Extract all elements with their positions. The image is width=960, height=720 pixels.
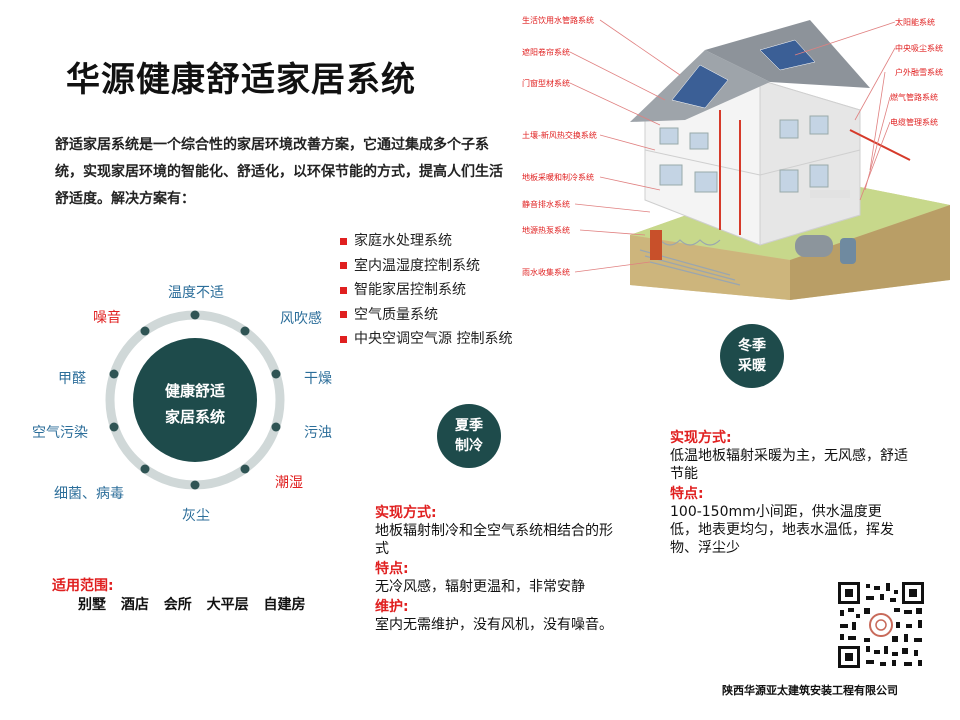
callout-label: 遮阳卷帘系统 bbox=[522, 48, 570, 57]
winter-badge: 冬季采暖 bbox=[720, 324, 784, 388]
summer-feature: 无冷风感，辐射更温和，非常安静 bbox=[375, 579, 585, 595]
wheel-dot bbox=[271, 422, 281, 432]
wheel-label-turbid: 污浊 bbox=[304, 425, 332, 441]
wheel-dot bbox=[190, 310, 200, 320]
callout-label: 雨水收集系统 bbox=[522, 268, 570, 277]
winter-feature-heading: 特点: bbox=[670, 486, 704, 502]
wheel-dot bbox=[190, 480, 200, 490]
callout-label: 中央吸尘系统 bbox=[895, 44, 943, 53]
wheel-label-noise: 噪音 bbox=[93, 310, 121, 326]
summer-method-heading: 实现方式: bbox=[375, 505, 437, 521]
bullet-icon bbox=[340, 335, 347, 343]
solution-item: 中央空调空气源 控制系统 bbox=[340, 327, 512, 352]
wheel-dot bbox=[109, 369, 119, 379]
callout-label: 电缆管理系统 bbox=[890, 118, 938, 127]
summer-maint: 室内无需维护，没有风机，没有噪音。 bbox=[375, 617, 613, 633]
callout-label: 太阳能系统 bbox=[895, 18, 935, 27]
solution-item: 家庭水处理系统 bbox=[340, 229, 512, 254]
bullet-icon bbox=[340, 237, 347, 245]
wheel-drawing bbox=[105, 310, 285, 490]
bullet-icon bbox=[340, 311, 347, 319]
wheel-center-disc bbox=[133, 338, 257, 462]
qr-code bbox=[836, 580, 926, 670]
intro-paragraph: 舒适家居系统是一个综合性的家居环境改善方案，它通过集成多个子系统，实现家居环境的… bbox=[55, 137, 503, 207]
summer-feature-heading: 特点: bbox=[375, 561, 409, 577]
callout-label: 地源热泵系统 bbox=[522, 226, 570, 235]
winter-feature: 100-150mm小间距，供水温度更低，地表更均匀，地表水温低，挥发物、浮尘少 bbox=[670, 504, 894, 556]
page-title: 华源健康舒适家居系统 bbox=[66, 60, 416, 100]
winter-details: 实现方式: 低温地板辐射采暖为主，无风感，舒适节能 特点: 100-150mm小… bbox=[670, 427, 908, 557]
wheel-label-temperature: 温度不适 bbox=[168, 285, 224, 301]
house-illustration: 生活饮用水管路系统 遮阳卷帘系统 门窗型材系统 土壤-新风热交换系统 地板采暖和… bbox=[510, 0, 960, 300]
house-drawing bbox=[569, 19, 950, 300]
callout-label: 燃气管路系统 bbox=[890, 93, 938, 102]
wheel-label-air-pollution: 空气污染 bbox=[32, 425, 88, 441]
wheel-dot bbox=[271, 369, 281, 379]
wheel-dot bbox=[240, 326, 250, 336]
scope-heading: 适用范围: bbox=[52, 578, 114, 594]
bullet-icon bbox=[340, 286, 347, 294]
health-wheel: 健康舒适 家居系统 温度不适 噪音 风吹感 甲醛 干燥 空气污染 污浊 细菌、病… bbox=[20, 270, 360, 540]
solution-item: 空气质量系统 bbox=[340, 303, 512, 328]
callout-label: 地板采暖和制冷系统 bbox=[522, 173, 594, 182]
winter-method-heading: 实现方式: bbox=[670, 430, 732, 446]
solution-list: 家庭水处理系统 室内温湿度控制系统 智能家居控制系统 空气质量系统 中央空调空气… bbox=[340, 229, 512, 352]
scope-items: 别墅 酒店 会所 大平层 自建房 bbox=[78, 597, 306, 613]
summer-badge: 夏季制冷 bbox=[437, 404, 501, 468]
company-name: 陕西华源亚太建筑安装工程有限公司 bbox=[722, 684, 898, 697]
callout-label: 静音排水系统 bbox=[522, 200, 570, 209]
wheel-center-label: 健康舒适 家居系统 bbox=[164, 382, 225, 426]
bullet-icon bbox=[340, 262, 347, 270]
summer-method: 地板辐射制冷和全空气系统相结合的形式 bbox=[375, 523, 613, 557]
wheel-dot bbox=[240, 464, 250, 474]
solution-item: 室内温湿度控制系统 bbox=[340, 254, 512, 279]
wheel-label-formaldehyde: 甲醛 bbox=[58, 371, 86, 387]
summer-details: 实现方式: 地板辐射制冷和全空气系统相结合的形式 特点: 无冷风感，辐射更温和，… bbox=[375, 502, 623, 634]
wheel-label-bacteria: 细菌、病毒 bbox=[54, 486, 124, 502]
solution-item: 智能家居控制系统 bbox=[340, 278, 512, 303]
callout-label: 门窗型材系统 bbox=[522, 79, 570, 88]
wheel-label-dust: 灰尘 bbox=[182, 508, 210, 524]
wheel-dot bbox=[140, 464, 150, 474]
wheel-dot bbox=[109, 422, 119, 432]
callout-label: 土壤-新风热交换系统 bbox=[522, 131, 597, 140]
wheel-label-humid: 潮湿 bbox=[275, 475, 303, 491]
winter-method: 低温地板辐射采暖为主，无风感，舒适节能 bbox=[670, 448, 908, 482]
callout-label: 生活饮用水管路系统 bbox=[522, 16, 594, 25]
wheel-label-wind: 风吹感 bbox=[280, 311, 322, 327]
summer-maint-heading: 维护: bbox=[375, 599, 409, 615]
qr-code-icon bbox=[836, 580, 926, 670]
wheel-label-dry: 干燥 bbox=[304, 371, 332, 387]
callout-label: 户外融雪系统 bbox=[895, 68, 943, 77]
wheel-dot bbox=[140, 326, 150, 336]
